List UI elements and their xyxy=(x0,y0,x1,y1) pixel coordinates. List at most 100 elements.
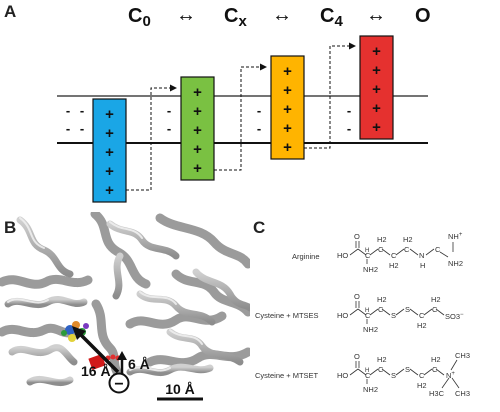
transition-arrow-3 xyxy=(304,42,356,149)
atom-s: S xyxy=(405,365,410,374)
minus-charge: - xyxy=(66,121,70,136)
plus-charge: + xyxy=(193,141,202,158)
atom-c: C xyxy=(404,245,410,254)
state-arrow-3: ↔ xyxy=(366,4,386,26)
label-mtset: Cysteine + MTSET xyxy=(255,371,319,380)
plus-charge: + xyxy=(372,62,381,79)
atom-h: H xyxy=(420,261,425,270)
structure-arginine: HO O C H NH2 H2 C C H2 H2 C N H C NH2 NH… xyxy=(337,232,463,274)
atom-h2: H2 xyxy=(377,295,387,304)
panel-a-diagram: C0 ↔ Cx ↔ C4 ↔ O - - - - - - - - - - + +… xyxy=(57,4,431,203)
arrow-16a-head xyxy=(72,326,86,340)
plus-charge: + xyxy=(193,160,202,177)
atom-h2: H2 xyxy=(377,355,387,364)
transition-arrows xyxy=(126,42,356,191)
plus-charge: + xyxy=(372,81,381,98)
plus-charge: + xyxy=(105,163,114,180)
label-arginine: Arginine xyxy=(292,252,320,261)
minus-charge: - xyxy=(167,103,171,118)
panel-b-structure: 16 Å 6 Å − 10 Å xyxy=(0,212,250,401)
atom-c: C xyxy=(419,371,425,380)
membrane-charges: - - - - - - - - - - xyxy=(66,103,351,136)
atom-o: O xyxy=(354,292,360,301)
arrow-6a-head xyxy=(117,351,127,360)
atom-c: C xyxy=(365,311,371,320)
atom-c: C xyxy=(419,311,425,320)
state-o-label: O xyxy=(415,5,431,27)
state-labels: C0 ↔ Cx ↔ C4 ↔ O xyxy=(128,4,431,30)
state-arrow-1: ↔ xyxy=(176,4,196,26)
scale-bar-label: 10 Å xyxy=(165,381,195,397)
structure-mtses: HO O C H NH2 H2 C S S H2 C H2 C SO3− xyxy=(337,292,464,334)
arrow-16a xyxy=(74,328,120,374)
plus-charge: + xyxy=(283,120,292,137)
atom-nh2: NH2 xyxy=(363,265,378,274)
atom-s: S xyxy=(405,305,410,314)
plus-charge: + xyxy=(105,182,114,199)
atom-c: C xyxy=(391,251,397,260)
atom-c: C xyxy=(432,365,438,374)
atom-so3-minus: SO3− xyxy=(445,312,464,321)
minus-charge: - xyxy=(80,121,84,136)
minus-charge: - xyxy=(347,103,351,118)
atom-c: C xyxy=(378,245,384,254)
panel-letter-a: A xyxy=(4,2,17,21)
atom-s: S xyxy=(391,371,396,380)
atom-h2: H2 xyxy=(377,235,387,244)
atom-h2: H2 xyxy=(417,321,427,330)
atom-nh2: NH2 xyxy=(448,259,463,268)
atom-h: H xyxy=(365,248,369,254)
panel-c-structures: Arginine Cysteine + MTSES Cysteine + MTS… xyxy=(255,232,470,398)
atom-h: H xyxy=(365,308,369,314)
state-c4-label: C4 xyxy=(320,5,343,30)
minus-charge: - xyxy=(257,121,261,136)
atom-s: S xyxy=(391,311,396,320)
atom-h3c: H3C xyxy=(429,389,445,398)
panel-letter-b: B xyxy=(4,218,17,237)
atom-n-plus: N+ xyxy=(446,371,455,380)
state-arrow-2: ↔ xyxy=(272,4,292,26)
minus-charge: - xyxy=(167,121,171,136)
atom-h2: H2 xyxy=(431,295,441,304)
state-cx-label: Cx xyxy=(224,5,247,30)
negative-charge-symbol: − xyxy=(114,376,123,393)
distance-16a: 16 Å xyxy=(81,363,111,379)
s4-segment-cx xyxy=(180,76,215,181)
row-labels: Arginine Cysteine + MTSES Cysteine + MTS… xyxy=(255,252,320,380)
minus-charge: - xyxy=(257,103,261,118)
plus-charge: + xyxy=(105,106,114,123)
distance-6a: 6 Å xyxy=(128,356,150,372)
plus-charge: + xyxy=(372,43,381,60)
atom-nh2: NH2 xyxy=(363,325,378,334)
atom-nh2-plus: NH+ xyxy=(448,232,463,241)
plus-charge: + xyxy=(283,139,292,156)
atom-c: C xyxy=(432,305,438,314)
atom-ch3: CH3 xyxy=(455,389,470,398)
s4-segment-c4 xyxy=(270,55,305,160)
plus-charge: + xyxy=(283,63,292,80)
atom-ho: HO xyxy=(337,251,348,260)
atom-c: C xyxy=(435,245,441,254)
atom-ch3: CH3 xyxy=(455,351,470,360)
red-segment xyxy=(88,353,106,371)
plus-charge: + xyxy=(372,119,381,136)
atom-n: N xyxy=(419,251,424,260)
plus-charge: + xyxy=(193,84,202,101)
atom-o: O xyxy=(354,232,360,241)
plus-charge: + xyxy=(283,101,292,118)
s4-segment-o xyxy=(359,35,394,140)
plus-charge: + xyxy=(193,122,202,139)
negative-charge-icon xyxy=(108,372,130,394)
transition-arrow-1 xyxy=(126,84,177,191)
minus-charge: - xyxy=(347,121,351,136)
atom-ho: HO xyxy=(337,371,348,380)
label-mtses: Cysteine + MTSES xyxy=(255,311,319,320)
plus-charge: + xyxy=(105,144,114,161)
protein-ribbons xyxy=(0,212,250,387)
s4-segment-c0 xyxy=(92,98,127,203)
atom-c: C xyxy=(365,371,371,380)
plus-charge: + xyxy=(193,103,202,120)
atom-h2: H2 xyxy=(389,261,399,270)
atom-c: C xyxy=(365,251,371,260)
atom-o: O xyxy=(354,352,360,361)
